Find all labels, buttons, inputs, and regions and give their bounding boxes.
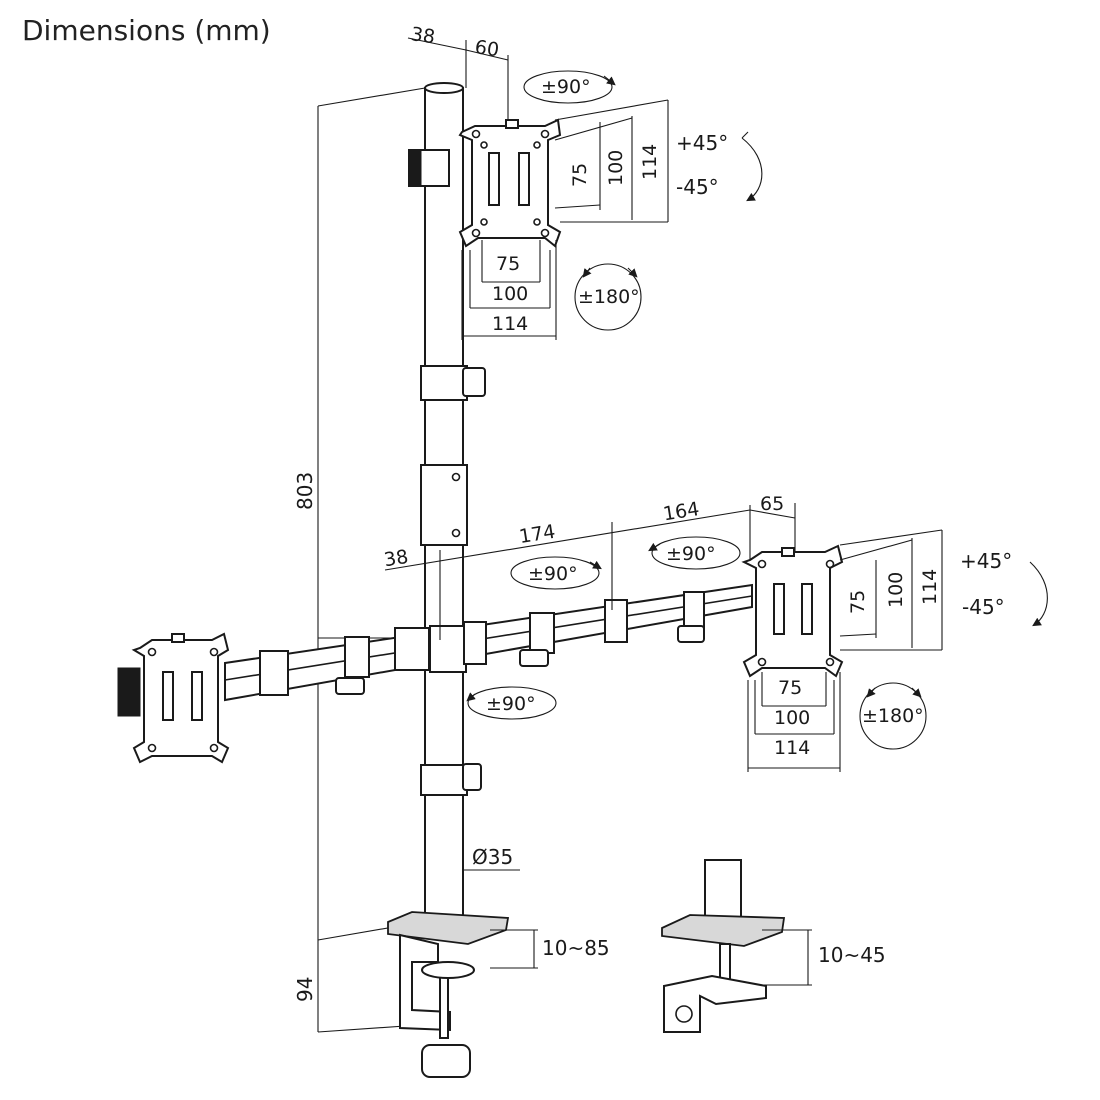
label-arm-swivel-3: ±90° [486,693,536,715]
label-arm-164: 164 [662,498,701,525]
label-top-offset-60: 60 [473,36,500,61]
label-right-vesa-75-v: 75 [847,590,869,614]
label-right-vesa-114-h: 114 [774,737,810,759]
right-vesa-plate [741,544,844,678]
label-top-swivel: ±90° [541,76,591,98]
label-right-tilt-down: -45° [962,595,1005,619]
label-arm-65: 65 [760,493,784,515]
diagram-title: Dimensions (mm) [22,14,271,47]
label-pole-height: 803 [293,472,317,510]
label-top-vesa-114-v: 114 [639,144,661,180]
label-arm-38: 38 [383,546,410,572]
top-rotation-indicators [523,70,763,331]
label-top-vesa-100-v: 100 [605,150,627,186]
label-top-vesa-100-h: 100 [492,283,528,305]
label-arm-swivel-2: ±90° [666,543,716,565]
label-top-vesa-114-h: 114 [492,313,528,335]
label-top-tilt-up: +45° [676,131,728,155]
label-top-offset-38: 38 [409,23,436,48]
label-right-rotate: ±180° [862,705,924,727]
label-clamp-range-2: 10~45 [818,943,886,967]
desk-clamp-right [661,859,812,1033]
label-clamp-range-1: 10~85 [542,936,610,960]
label-right-vesa-114-v: 114 [919,569,941,605]
label-right-vesa-75-h: 75 [778,677,802,699]
left-vesa-plate [117,632,230,764]
label-arm-174: 174 [518,521,557,548]
label-top-vesa-75-h: 75 [496,253,520,275]
arm-rotation-indicators [466,536,1048,750]
desk-clamp-left [387,869,538,1078]
label-right-tilt-up: +45° [960,549,1012,573]
pole [420,82,486,919]
top-vesa-plate [408,118,562,248]
label-top-rotate: ±180° [578,286,640,308]
label-top-vesa-75-v: 75 [569,163,591,187]
label-arm-swivel-1: ±90° [528,563,578,585]
label-right-vesa-100-h: 100 [774,707,810,729]
label-top-tilt-down: -45° [676,175,719,199]
horizontal-arm [224,583,753,702]
arm-dimensions [384,503,943,772]
label-pole-diameter: Ø35 [472,845,513,869]
label-right-vesa-100-v: 100 [885,572,907,608]
dimension-labels: 38 60 ±90° 75 100 114 +45° -45° 75 100 1… [293,23,1012,1002]
top-dimensions [317,37,669,1033]
label-clamp-height: 94 [293,977,317,1002]
